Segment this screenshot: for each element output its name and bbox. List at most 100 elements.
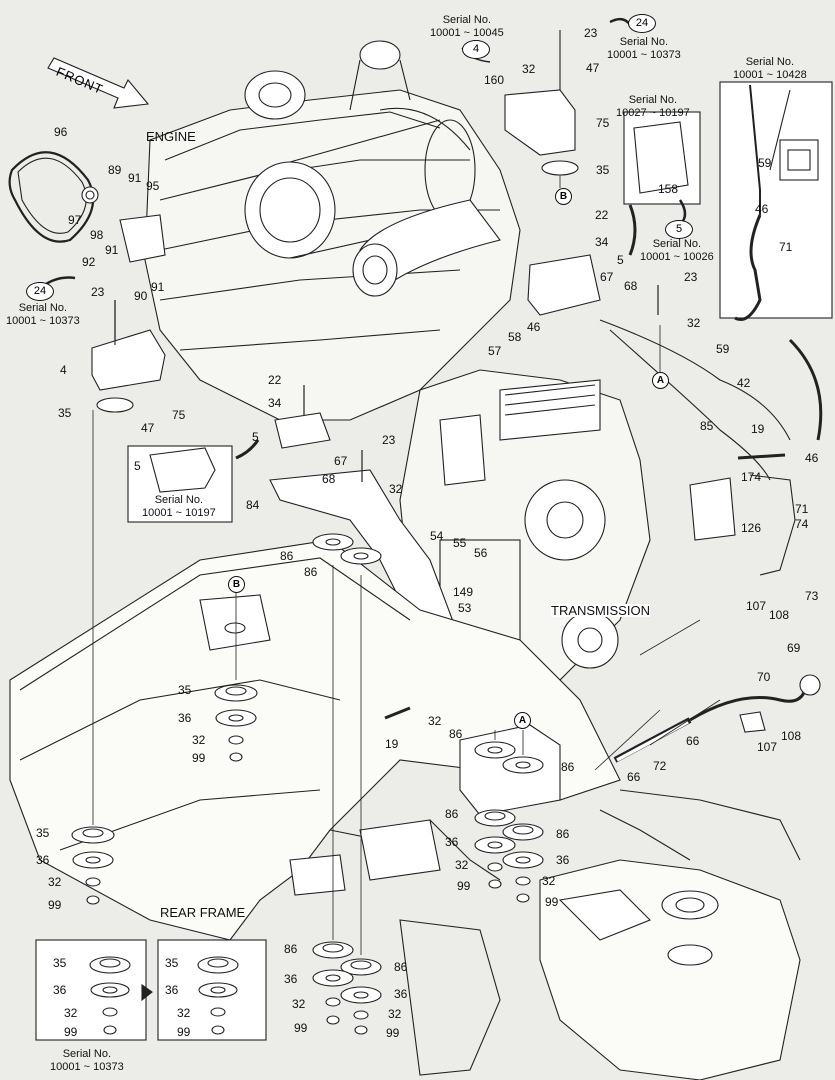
part-callout: 19 [385, 737, 399, 751]
part-callout: 32 [48, 875, 62, 889]
part-callout: 126 [741, 521, 762, 535]
part-callout: 68 [322, 472, 336, 486]
part-callout: 34 [268, 396, 282, 410]
part-callout: 149 [453, 585, 474, 599]
part-callout: 95 [146, 179, 160, 193]
transmission-title: TRANSMISSION [551, 603, 650, 618]
part-callout: 5 [617, 253, 624, 267]
part-callout: 35 [53, 956, 67, 970]
part-callout: 96 [54, 125, 68, 139]
part-callout: 46 [527, 320, 541, 334]
part-callout: 32 [687, 316, 701, 330]
part-callout: 36 [394, 987, 408, 1001]
part-callout: 86 [394, 960, 408, 974]
serial-note: Serial No.10027 ~ 10197 [616, 94, 690, 119]
part-callout: 36 [445, 835, 459, 849]
part-callout: 36 [36, 853, 50, 867]
part-callout: 68 [624, 279, 638, 293]
part-callout: 5 [134, 459, 141, 473]
serial-note: Serial No.10001 ~ 10373 [607, 36, 681, 61]
part-callout: 75 [596, 116, 610, 130]
connection-flag: B [228, 576, 245, 593]
part-callout: 47 [586, 61, 600, 75]
part-callout: 75 [172, 408, 186, 422]
part-callout: 86 [284, 942, 298, 956]
part-callout: 70 [757, 670, 771, 684]
part-callout: 160 [484, 73, 505, 87]
serial-note: Serial No.10001 ~ 10373 [50, 1048, 124, 1073]
part-callout: 107 [746, 599, 767, 613]
part-callout: 108 [781, 729, 802, 743]
connection-flag: A [514, 712, 531, 729]
part-callout: 108 [769, 608, 790, 622]
part-callout: 54 [430, 529, 444, 543]
part-callout: 71 [779, 240, 793, 254]
part-callout: 55 [453, 536, 467, 550]
part-callout: 86 [449, 727, 463, 741]
part-callout: 174 [741, 470, 762, 484]
part-callout: 32 [192, 733, 206, 747]
part-callout: 36 [178, 711, 192, 725]
part-callout: 32 [522, 62, 536, 76]
connection-flag: B [555, 188, 572, 205]
part-callout: 107 [757, 740, 778, 754]
part-callout: 35 [36, 826, 50, 840]
part-callout: 66 [686, 734, 700, 748]
part-callout: 32 [428, 714, 442, 728]
part-callout: 91 [151, 280, 165, 294]
part-callout: 91 [105, 243, 119, 257]
part-callout: 89 [108, 163, 122, 177]
part-callout: 59 [758, 156, 772, 170]
engine-title: ENGINE [146, 129, 196, 144]
part-callout: 23 [684, 270, 698, 284]
part-callout: 36 [53, 983, 67, 997]
part-callout: 158 [658, 182, 679, 196]
connection-flag: A [652, 372, 669, 389]
part-callout: 73 [805, 589, 819, 603]
part-callout: 32 [292, 997, 306, 1011]
part-callout: 19 [751, 422, 765, 436]
part-callout: 74 [795, 517, 809, 531]
part-callout: 35 [165, 956, 179, 970]
serial-note: Serial No.10001 ~ 10197 [142, 494, 216, 519]
part-callout: 86 [445, 807, 459, 821]
part-callout: 36 [165, 983, 179, 997]
part-callout: 99 [177, 1025, 191, 1039]
part-callout: 69 [787, 641, 801, 655]
part-callout: 99 [64, 1025, 78, 1039]
part-callout: 99 [457, 879, 471, 893]
part-callout: 42 [737, 376, 751, 390]
part-callout: 86 [304, 565, 318, 579]
part-callout: 35 [178, 683, 192, 697]
part-callout: 90 [134, 289, 148, 303]
part-callout: 23 [91, 285, 105, 299]
part-callout: 66 [627, 770, 641, 784]
part-callout: 35 [58, 406, 72, 420]
part-callout: 67 [600, 270, 614, 284]
part-callout: 99 [48, 898, 62, 912]
part-callout: 71 [795, 502, 809, 516]
serial-note: Serial No.10001 ~ 10045 [430, 14, 504, 39]
part-callout: 99 [386, 1026, 400, 1040]
part-callout: 53 [458, 601, 472, 615]
serial-note: Serial No.10001 ~ 10428 [733, 56, 807, 81]
part-callout: 56 [474, 546, 488, 560]
part-callout: 32 [455, 858, 469, 872]
reference-bubble: 24 [26, 282, 54, 301]
part-callout: 46 [755, 202, 769, 216]
part-callout: 57 [488, 344, 502, 358]
part-callout: 99 [192, 751, 206, 765]
part-callout: 97 [68, 213, 82, 227]
part-callout: 34 [595, 235, 609, 249]
part-callout: 92 [82, 255, 96, 269]
part-callout: 86 [561, 760, 575, 774]
part-callout: 32 [64, 1006, 78, 1020]
part-callout: 36 [556, 853, 570, 867]
part-callout: 91 [128, 171, 142, 185]
part-callout: 46 [805, 451, 819, 465]
part-callout: 67 [334, 454, 348, 468]
serial-note: Serial No.10001 ~ 10373 [6, 302, 80, 327]
part-callout: 32 [389, 482, 403, 496]
part-callout: 86 [556, 827, 570, 841]
